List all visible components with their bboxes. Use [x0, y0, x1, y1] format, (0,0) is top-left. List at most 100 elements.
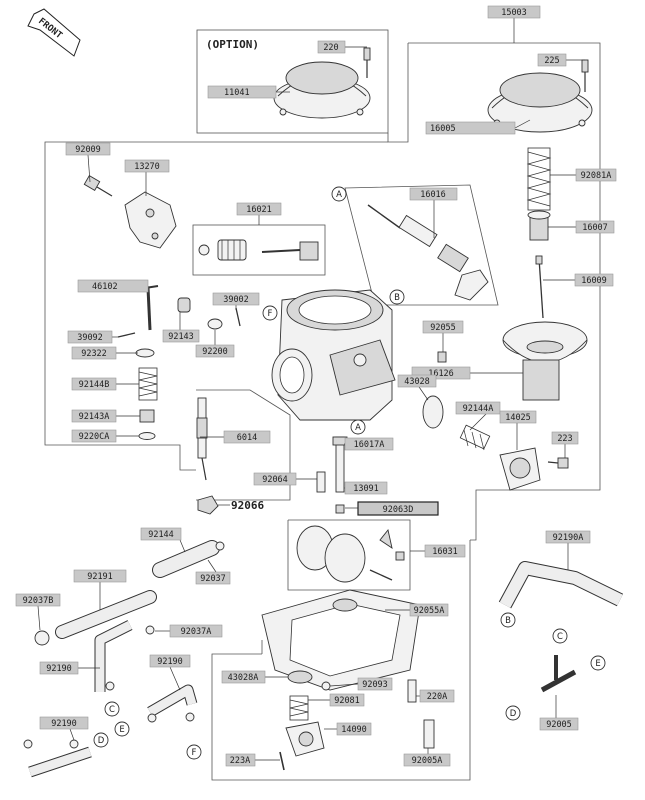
kit-16031-box	[287, 519, 411, 591]
part-label-92055: 92055	[422, 320, 464, 334]
svg-text:220: 220	[323, 43, 338, 53]
part-label-16021: 16021	[236, 202, 282, 216]
svg-text:16007: 16007	[582, 223, 608, 233]
clamp-92037B	[34, 630, 50, 646]
svg-text:11041: 11041	[224, 88, 250, 98]
part-43028A	[287, 670, 313, 684]
svg-text:92191: 92191	[87, 572, 113, 582]
svg-text:9220CA: 9220CA	[79, 432, 110, 442]
part-label-15003: 15003	[487, 5, 541, 19]
svg-text:A: A	[336, 190, 342, 200]
part-label-223A: 223A	[225, 753, 256, 767]
hose-92190-bottom	[28, 746, 92, 778]
pilot-6014	[196, 397, 208, 481]
part-label-92190-left: 92190	[39, 661, 79, 675]
cover-16005	[487, 72, 593, 133]
svg-text:16126: 16126	[428, 369, 454, 379]
washer-92200	[207, 318, 223, 330]
callout-D-2: D	[505, 705, 521, 721]
piston-16126	[502, 321, 588, 401]
lower-body-outline	[211, 540, 471, 781]
svg-text:14025: 14025	[505, 413, 531, 423]
svg-text:16021: 16021	[246, 205, 272, 215]
plug-92066	[197, 495, 219, 515]
svg-text:43028A: 43028A	[228, 673, 259, 683]
part-label-43028A: 43028A	[221, 670, 266, 684]
screw-92009	[83, 175, 113, 197]
svg-text:92144A: 92144A	[463, 404, 494, 414]
bracket-13270	[124, 191, 177, 249]
part-label-39092: 39092	[67, 330, 113, 344]
kit-16016-box	[344, 184, 499, 306]
pin-46102	[144, 285, 159, 331]
svg-text:6014: 6014	[237, 433, 257, 443]
svg-text:14090: 14090	[341, 725, 367, 735]
plug-92055	[437, 351, 447, 363]
part-label-92037B: 92037B	[15, 593, 61, 607]
callout-B-1: B	[389, 289, 405, 305]
svg-text:92055A: 92055A	[414, 606, 445, 616]
svg-text:E: E	[119, 725, 124, 735]
callout-A-2: A	[350, 419, 366, 435]
svg-text:92190: 92190	[157, 657, 183, 667]
part-label-92009: 92009	[65, 142, 111, 156]
part-label-92322: 92322	[71, 346, 117, 360]
assembly-outline	[408, 42, 601, 541]
part-label-13091: 13091	[344, 481, 388, 495]
jet-92063D	[335, 504, 345, 514]
part-label-220: 220	[317, 40, 346, 54]
svg-text:92143: 92143	[168, 332, 194, 342]
part-label-92066: 92066	[231, 499, 264, 512]
part-label-92081: 92081	[329, 693, 365, 707]
part-label-14025: 14025	[499, 410, 537, 424]
tee-92005	[540, 655, 577, 693]
part-label-92081A: 92081A	[575, 168, 617, 182]
svg-text:16031: 16031	[432, 547, 458, 557]
part-label-92037: 92037	[195, 571, 231, 585]
callout-F-2: F	[186, 744, 202, 760]
svg-text:C: C	[557, 632, 563, 642]
spring-92144A	[459, 424, 491, 451]
option-label: (OPTION)	[206, 38, 259, 51]
part-label-92200: 92200	[195, 344, 235, 358]
screw-220A	[407, 679, 417, 703]
part-label-92190A: 92190A	[545, 530, 591, 544]
svg-text:16016: 16016	[420, 190, 446, 200]
svg-text:92093: 92093	[362, 680, 388, 690]
screw-223	[547, 457, 569, 469]
svg-text:92190A: 92190A	[553, 533, 584, 543]
washer-92322	[135, 348, 155, 358]
hose-92190-lower	[94, 620, 133, 692]
part-label-92005A: 92005A	[403, 753, 451, 767]
screw-39092	[117, 332, 136, 338]
part-label-6014: 6014	[223, 430, 271, 444]
svg-text:92190: 92190	[51, 719, 77, 729]
screw-225	[581, 59, 589, 92]
part-label-92055A: 92055A	[409, 603, 449, 617]
part-label-92143A: 92143A	[71, 409, 117, 423]
ring-92093	[321, 681, 331, 691]
spring-92081	[289, 695, 309, 721]
svg-text:92200: 92200	[202, 347, 228, 357]
svg-text:92143A: 92143A	[79, 412, 110, 422]
cover-11041	[273, 61, 371, 119]
part-label-92191: 92191	[73, 569, 127, 583]
part-label-46102: 46102	[77, 279, 149, 293]
part-label-92064: 92064	[253, 472, 297, 486]
svg-text:15003: 15003	[501, 8, 527, 18]
part-label-9220CA: 9220CA	[71, 429, 117, 443]
leader-lines	[37, 18, 585, 761]
callout-A-1: A	[331, 186, 347, 202]
svg-text:223: 223	[557, 434, 572, 444]
part-label-92190-mid: 92190	[149, 654, 191, 668]
svg-text:92144: 92144	[148, 530, 174, 540]
svg-text:92322: 92322	[81, 349, 107, 359]
part-label-39002: 39002	[212, 292, 260, 306]
svg-text:D: D	[510, 709, 517, 719]
option-box	[196, 29, 389, 134]
callout-F-1: F	[262, 305, 278, 321]
collar-92143	[177, 297, 191, 313]
callout-D-1: D	[93, 732, 109, 748]
part-label-14090: 14090	[336, 722, 372, 736]
